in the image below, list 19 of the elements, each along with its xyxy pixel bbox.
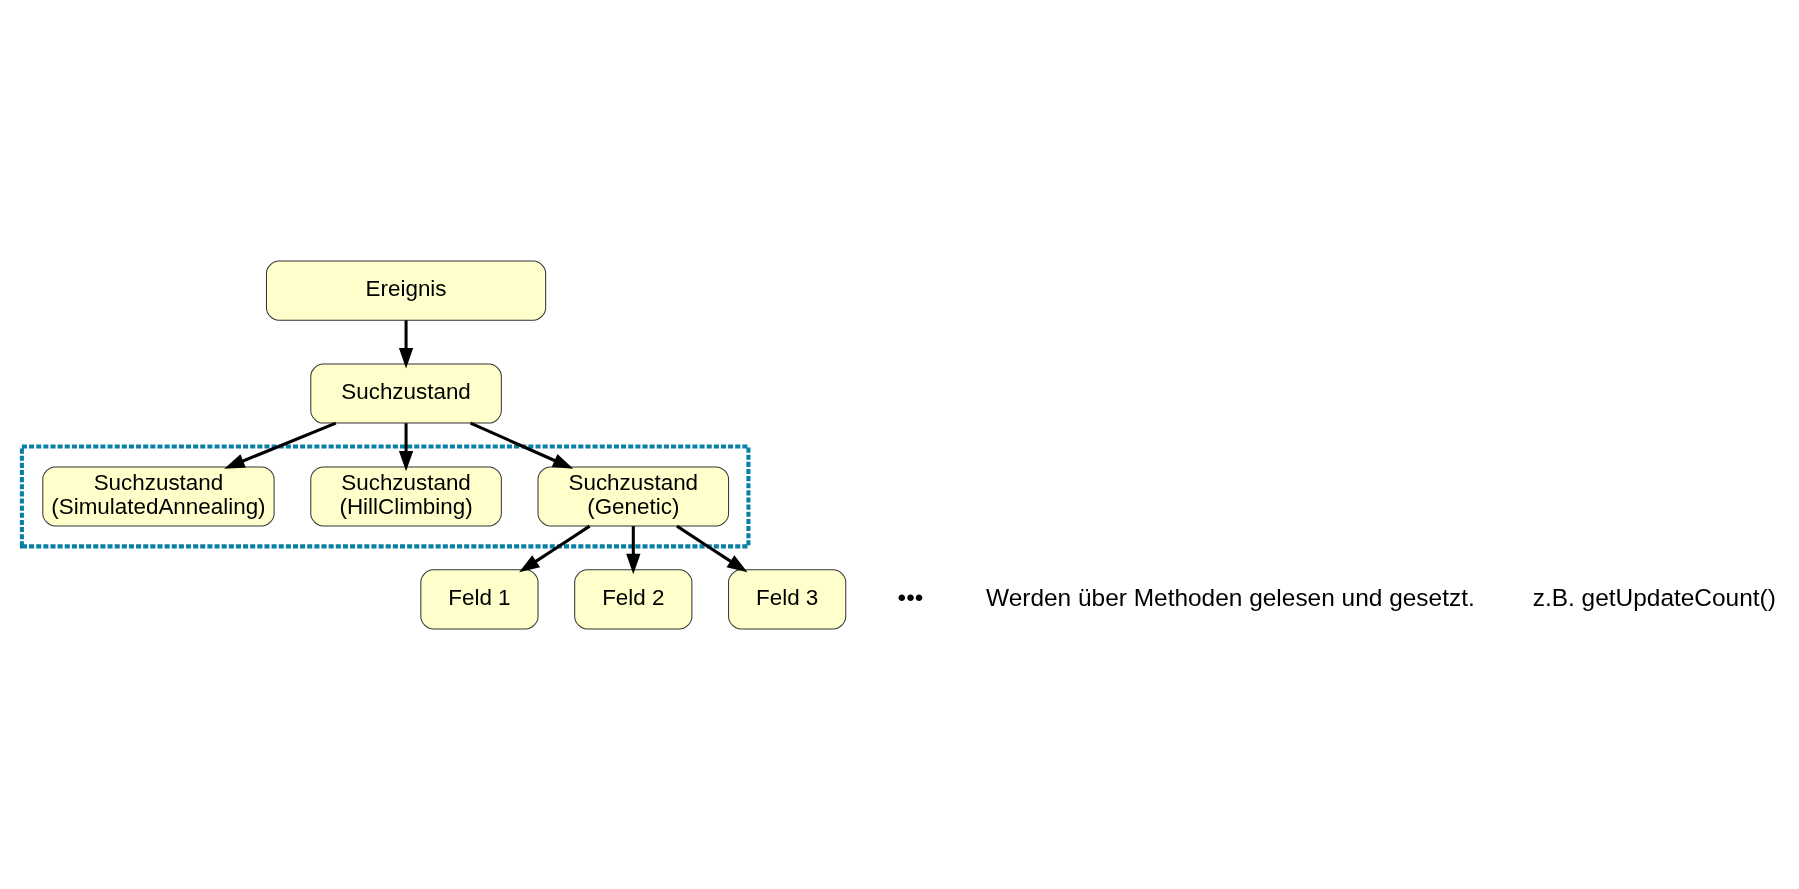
node-box: Ereignis xyxy=(265,260,547,321)
arrow xyxy=(626,525,641,574)
label: ••• xyxy=(897,583,924,611)
arrow xyxy=(224,421,337,469)
arrow xyxy=(398,422,414,471)
cluster xyxy=(19,444,751,548)
node-box: Suchzustand (SimulatedAnnealing) xyxy=(42,465,275,526)
node-box: Feld 2 xyxy=(574,568,693,629)
node-box: Suchzustand (HillClimbing) xyxy=(310,465,502,526)
arrow xyxy=(469,421,574,469)
node-box: Feld 3 xyxy=(728,568,847,629)
label: z.B. getUpdateCount() xyxy=(1532,583,1776,611)
arrow xyxy=(398,319,414,368)
arrow xyxy=(676,524,748,572)
label: Werden über Methoden gelesen und gesetzt. xyxy=(986,583,1475,611)
node-box: Suchzustand xyxy=(310,363,502,424)
node-box: Feld 1 xyxy=(420,568,539,629)
arrow xyxy=(519,524,591,572)
node-box: Suchzustand (Genetic) xyxy=(537,465,730,526)
